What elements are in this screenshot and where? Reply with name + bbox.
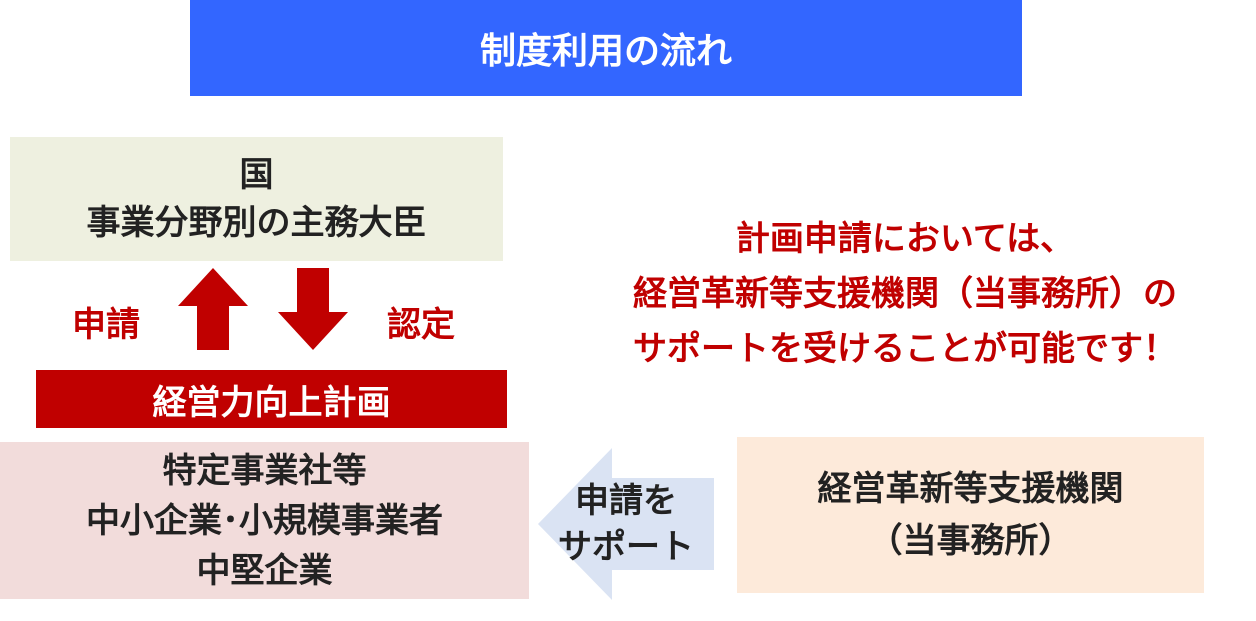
business-line-midsize: 中堅企業 <box>196 550 333 591</box>
message-line-3: サポートを受けることが可能です！ <box>633 329 1177 369</box>
support-arrow-label: 申請を サポート <box>556 478 696 570</box>
business-line-sme: 中小企業･小規模事業者 <box>86 500 443 541</box>
institution-line-name: 経営革新等支援機関 <box>817 469 1124 509</box>
support-institution-box: 経営革新等支援機関 （当事務所） <box>737 437 1204 593</box>
page-title: 制度利用の流れ <box>190 0 1022 96</box>
message-line-1: 計画申請においては、 <box>735 219 1075 259</box>
message-line-2: 経営革新等支援機関（当事務所）の <box>633 274 1177 314</box>
management-plan-text: 経営力向上計画 <box>152 382 391 423</box>
support-line-support: サポート <box>558 527 694 567</box>
business-box: 特定事業社等 中小企業･小規模事業者 中堅企業 <box>0 442 529 599</box>
page-title-text: 制度利用の流れ <box>479 31 732 72</box>
support-line-apply: 申請を <box>575 481 677 521</box>
management-plan-bar: 経営力向上計画 <box>36 370 507 428</box>
apply-label: 申請 <box>72 305 140 345</box>
business-line-specified: 特定事業社等 <box>162 450 367 491</box>
approve-label: 認定 <box>387 305 455 345</box>
institution-line-office: （当事務所） <box>868 521 1073 561</box>
ministry-line-minister: 事業分野別の主務大臣 <box>86 203 427 243</box>
down-arrow-icon <box>278 268 348 350</box>
support-arrow-icon <box>538 448 714 600</box>
ministry-line-country: 国 <box>239 155 274 195</box>
up-arrow-icon <box>178 268 248 350</box>
ministry-box: 国 事業分野別の主務大臣 <box>10 137 503 261</box>
support-message: 計画申請においては、 経営革新等支援機関（当事務所）の サポートを受けることが可… <box>560 212 1250 377</box>
